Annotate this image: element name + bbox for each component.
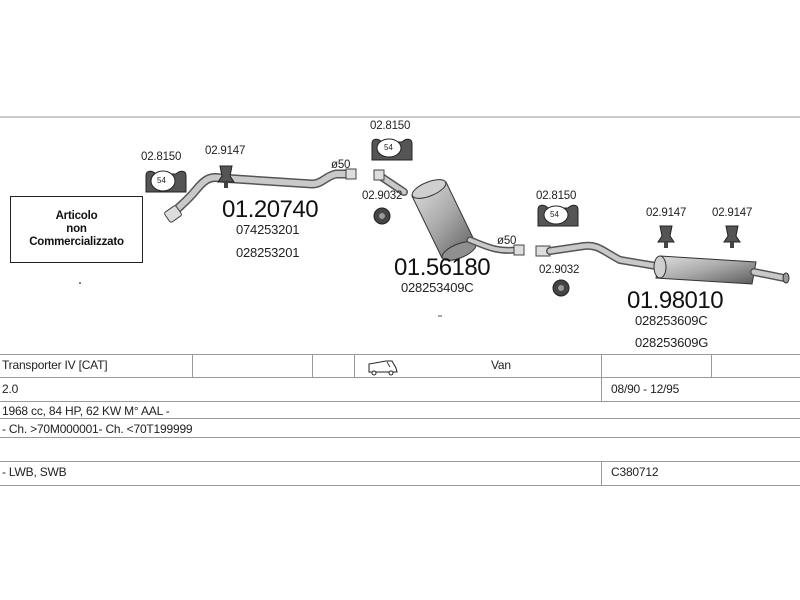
hanger-1 [217, 165, 235, 188]
rubber-hanger-1-label: 02.8150 [141, 151, 182, 163]
front-pipe [164, 168, 357, 223]
vehicle-body-type: Van [491, 358, 511, 372]
clamp-2-label: 02.9032 [539, 264, 580, 276]
middle-silencer-oem-1: 028253409C [401, 280, 474, 295]
vehicle-chassis: - Ch. >70M000001- Ch. <70T199999 [2, 422, 193, 436]
vehicle-engine-details: 1968 cc, 84 HP, 62 KW M° AAL - [2, 404, 170, 418]
vehicle-model: Transporter IV [CAT] [2, 358, 108, 372]
rear-silencer-number: 01.98010 [627, 287, 724, 314]
middle-silencer-number: 01.56180 [394, 254, 491, 281]
clamp-1-label: 02.9032 [362, 190, 403, 202]
rear-silencer-oem-1: 028253609C [635, 313, 708, 328]
diameter-label-1: ø50 [331, 159, 351, 171]
diameter-label-2: ø50 [497, 235, 517, 247]
middle-silencer [373, 169, 525, 261]
rubber-hanger-2 [371, 138, 413, 161]
rear-silencer-oem-2: 028253609G [635, 335, 709, 350]
clamp-1 [373, 207, 391, 225]
rubber-hanger-2-ring: 54 [384, 143, 393, 152]
front-pipe-number: 01.20740 [222, 196, 319, 223]
rubber-hanger-1 [145, 170, 187, 193]
rear-silencer [535, 241, 790, 285]
van-icon [368, 360, 398, 376]
vehicle-wheelbase: - LWB, SWB [2, 465, 67, 479]
hanger-3-label: 02.9147 [712, 207, 753, 219]
notice-line-1: Articolo [55, 209, 98, 222]
rubber-hanger-2-label: 02.8150 [370, 120, 411, 132]
hanger-1-label: 02.9147 [205, 145, 246, 157]
rubber-hanger-3 [537, 204, 579, 227]
rubber-hanger-3-label: 02.8150 [536, 190, 577, 202]
hanger-2 [657, 225, 675, 248]
notice-line-3: Commercializzato [29, 236, 124, 249]
hanger-3 [723, 225, 741, 248]
vehicle-engine: 2.0 [2, 382, 19, 396]
rubber-hanger-1-ring: 54 [157, 176, 166, 185]
rubber-hanger-3-ring: 54 [550, 210, 559, 219]
clamp-2 [552, 279, 570, 297]
notice-line-2: non [66, 222, 87, 235]
vehicle-years: 08/90 - 12/95 [611, 382, 680, 396]
front-pipe-oem-1: 074253201 [236, 222, 300, 237]
not-available-notice: Articolo non Commercializzato [10, 196, 143, 263]
hanger-2-label: 02.9147 [646, 207, 687, 219]
vehicle-code: C380712 [611, 465, 659, 479]
front-pipe-oem-2: 028253201 [236, 245, 300, 260]
